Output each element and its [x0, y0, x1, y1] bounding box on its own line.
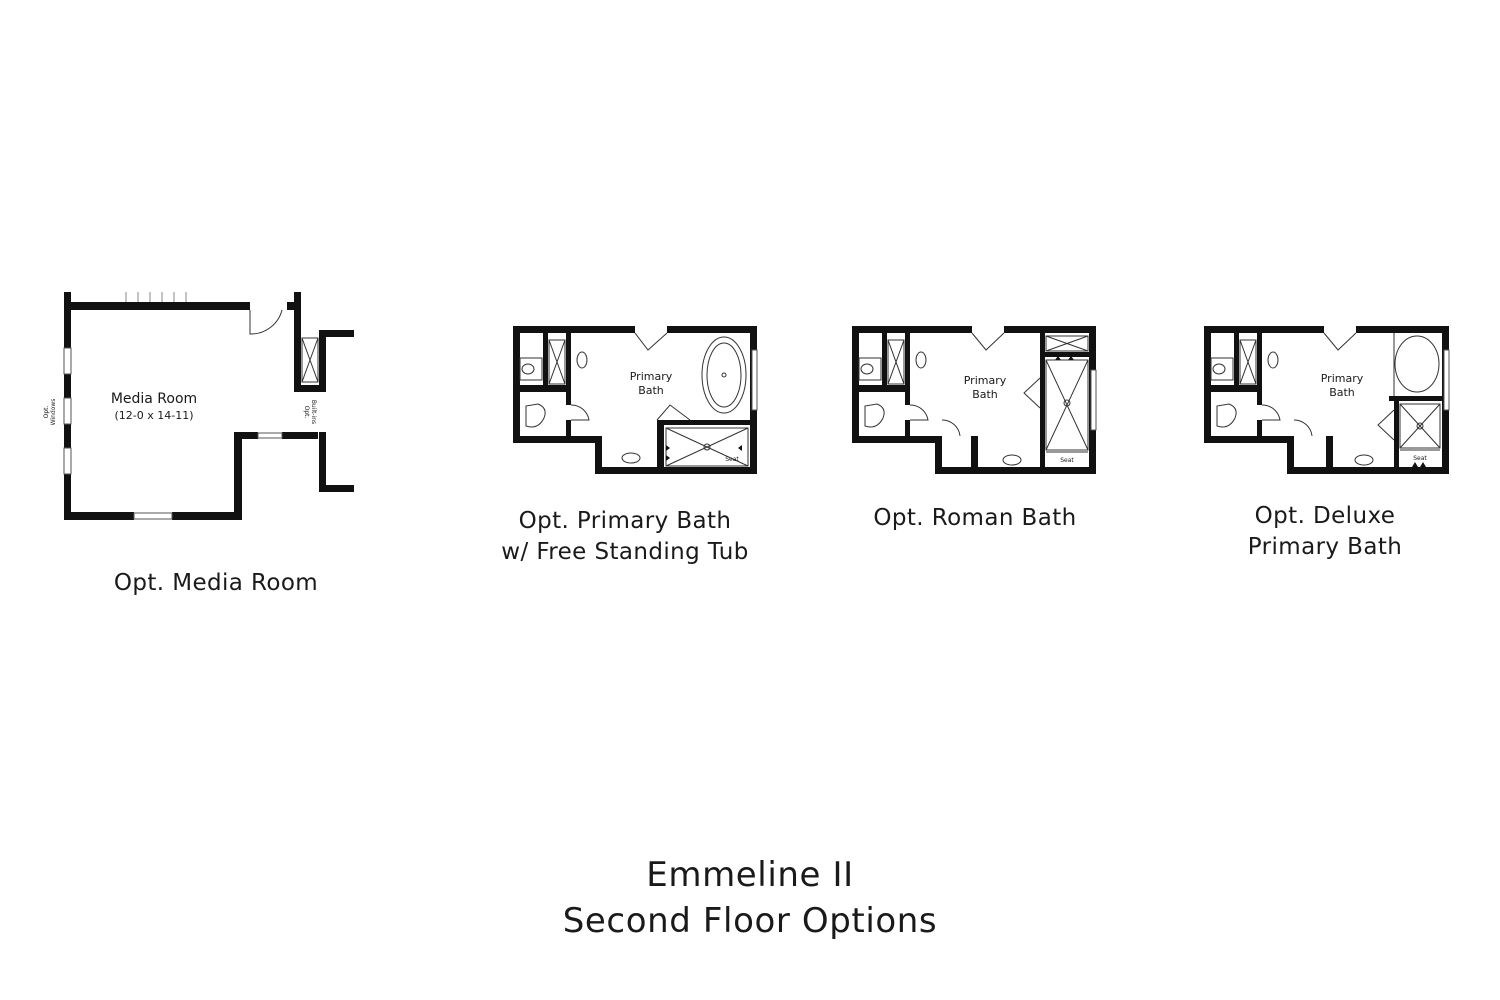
- door-swing: [249, 309, 283, 335]
- deluxe-bath-caption: Opt. Deluxe Primary Bath: [1190, 501, 1460, 563]
- opt-windows-label-1: Opt.: [43, 406, 50, 419]
- roman-bath-plan: Seat Primary Bath: [852, 326, 1097, 474]
- media-room-caption-text: Opt. Media Room: [113, 570, 319, 596]
- top-window-marks: [125, 292, 187, 302]
- tub-bath-seat-label: Seat: [725, 456, 739, 463]
- closet-box: [301, 337, 319, 383]
- model-name: Emmeline II: [646, 855, 854, 895]
- left-optional-windows: [63, 347, 72, 475]
- deluxe-bath-seat-label: Seat: [1413, 455, 1427, 462]
- media-room-caption: Opt. Media Room: [66, 568, 366, 599]
- tub-bath-caption: Opt. Primary Bath w/ Free Standing Tub: [470, 506, 780, 568]
- deluxe-bath-room-line2: Bath: [1329, 386, 1355, 399]
- tub-bath-caption-line2: w/ Free Standing Tub: [501, 539, 749, 565]
- roman-bath-seat-label: Seat: [1060, 457, 1074, 464]
- roman-bath-caption: Opt. Roman Bath: [830, 503, 1120, 534]
- opt-builtins-label-2: Built-ins: [310, 400, 317, 424]
- deluxe-bath-plan: Seat Primary Bath: [1204, 326, 1450, 474]
- deluxe-bath-caption-line2: Primary Bath: [1247, 534, 1403, 560]
- roman-bath-caption-text: Opt. Roman Bath: [873, 505, 1077, 531]
- tub-bath-room-line1: Primary: [630, 370, 673, 383]
- roman-bath-room-line2: Bath: [972, 388, 998, 401]
- media-room-dims: (12-0 x 14-11): [114, 409, 193, 422]
- roman-bath-room-line1: Primary: [964, 374, 1007, 387]
- primary-bath-tub-plan: Seat Primary Bath: [513, 326, 758, 474]
- opt-builtins-label-1: Opt.: [303, 406, 310, 419]
- tub-bath-room-line2: Bath: [638, 384, 664, 397]
- media-room-name: Media Room: [111, 391, 197, 407]
- notch-opening: [257, 432, 283, 439]
- bottom-window: [133, 512, 173, 520]
- deluxe-bath-caption-line1: Opt. Deluxe: [1254, 503, 1396, 529]
- footer-title: Emmeline II Second Floor Options: [0, 852, 1500, 944]
- tub-bath-caption-line1: Opt. Primary Bath: [518, 508, 732, 534]
- deluxe-bath-room-line1: Primary: [1321, 372, 1364, 385]
- opt-windows-label-2: Windows: [50, 399, 57, 426]
- floor-subtitle: Second Floor Options: [562, 901, 938, 941]
